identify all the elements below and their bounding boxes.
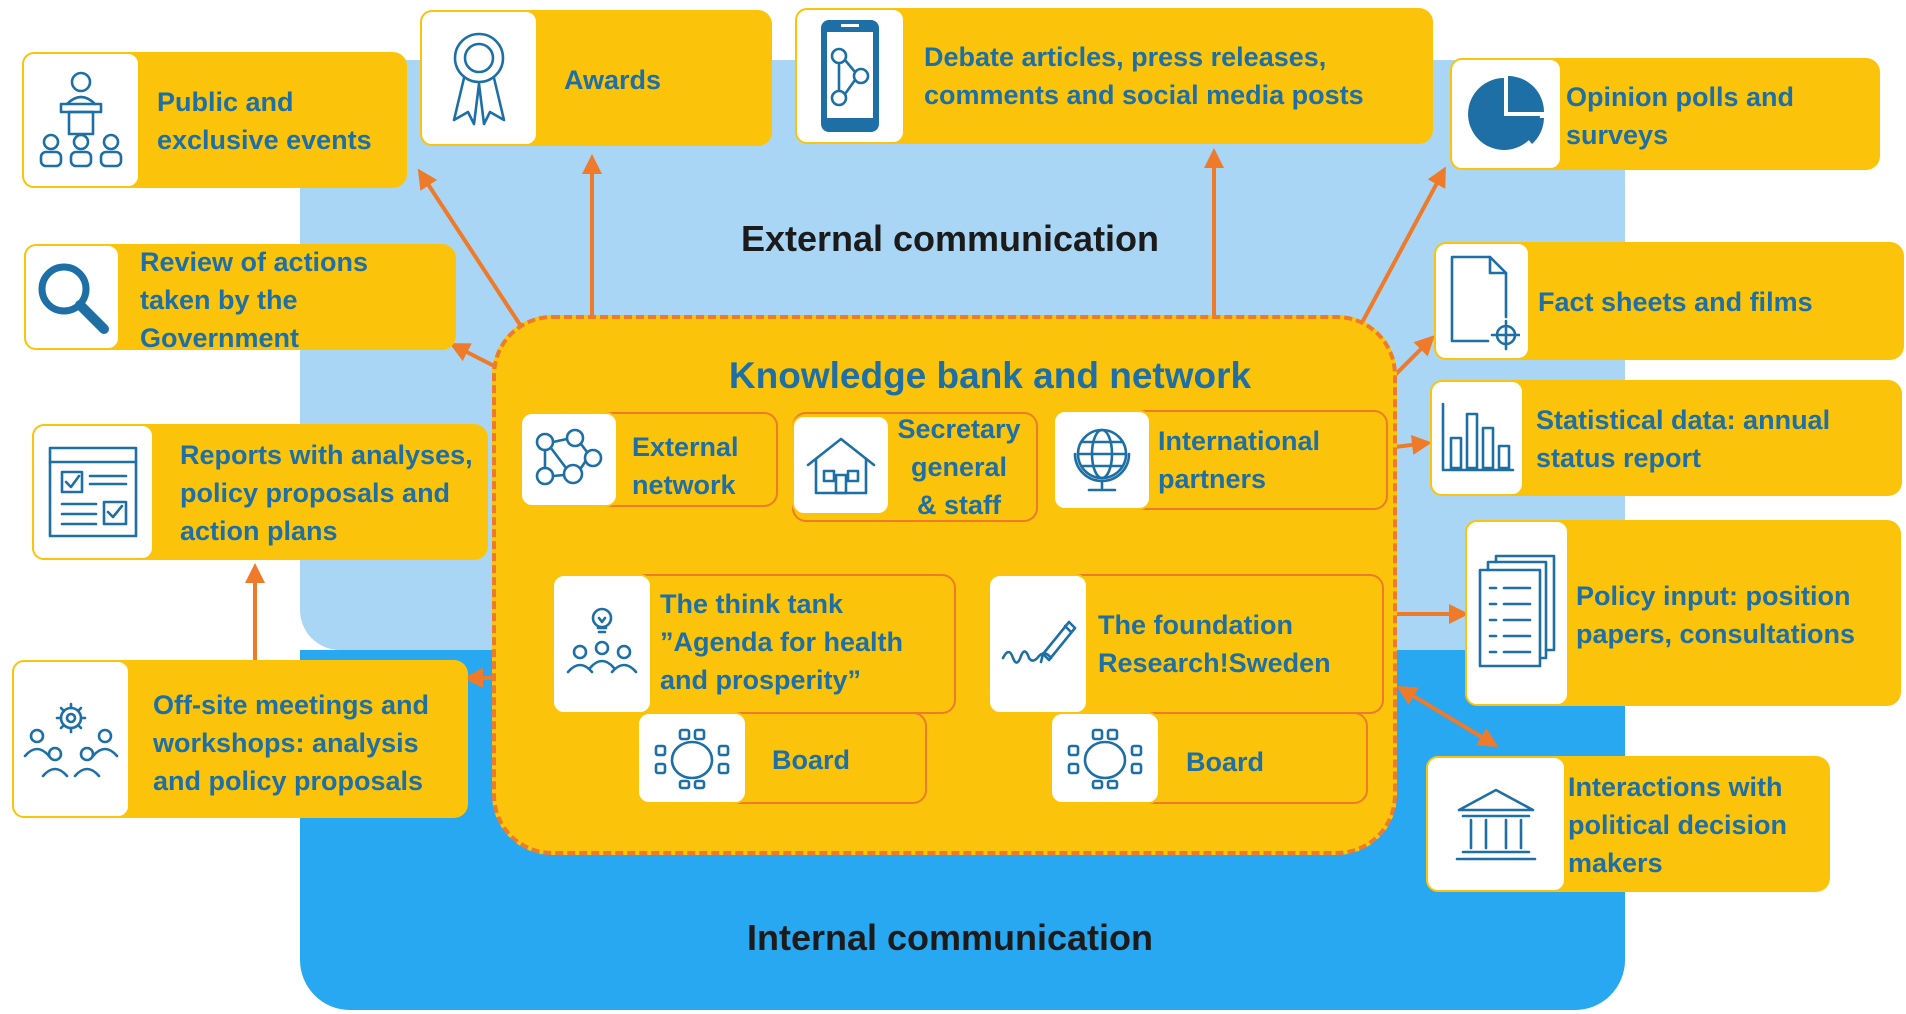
network-people-icon	[520, 412, 618, 507]
board-right-label: Board	[1186, 747, 1265, 777]
interactions-label: Interactions with political decision mak…	[1568, 772, 1788, 878]
external-network-label: External network	[632, 432, 739, 500]
statistics-label: Statistical data: annual status report	[1536, 405, 1831, 473]
audience-presentation-icon	[22, 52, 140, 188]
checklist-pages-icon	[1465, 520, 1569, 706]
conference-table-icon	[1050, 712, 1160, 804]
signature-pen-icon	[988, 574, 1088, 714]
team-gear-icon	[12, 660, 130, 818]
think-tank-label: The think tank ”Agenda for health and pr…	[660, 589, 904, 695]
smartphone-network-icon	[795, 8, 905, 144]
arrow-to-facts	[1390, 335, 1435, 380]
bar-chart-icon	[1430, 380, 1524, 496]
arrow-to-statistics	[1394, 434, 1432, 455]
policy-input-label: Policy input: position papers, consultat…	[1576, 581, 1856, 649]
debate-label: Debate articles, press releases, comment…	[924, 42, 1364, 110]
board-left-label: Board	[772, 745, 851, 775]
internal-communication-label: Internal communication	[746, 917, 1154, 958]
report-checklist-icon	[32, 424, 154, 560]
house-icon	[792, 415, 890, 515]
awards-label: Awards	[564, 65, 662, 95]
offsite-label: Off-site meetings and workshops: analysi…	[153, 690, 430, 796]
events-label: Public and exclusive events	[157, 87, 372, 155]
magnifier-icon	[24, 244, 120, 350]
external-communication-label: External communication	[740, 218, 1160, 259]
polls-label: Opinion polls and surveys	[1566, 82, 1794, 150]
reports-label: Reports with analyses, policy proposals …	[180, 440, 473, 546]
document-target-icon	[1434, 242, 1530, 360]
secretary-label: Secretary general & staff	[897, 414, 1021, 520]
pie-chart-icon	[1450, 58, 1562, 170]
arrow-interactions	[1396, 685, 1499, 748]
international-partners-label: International partners	[1158, 426, 1321, 494]
facts-label: Fact sheets and films	[1538, 287, 1813, 317]
knowledge-bank-title: Knowledge bank and network	[728, 355, 1252, 396]
arrow-to-polls	[1348, 166, 1446, 346]
arrow-to-events	[417, 168, 532, 342]
idea-team-icon	[552, 574, 652, 714]
conference-table-icon	[637, 712, 747, 804]
review-label: Review of actions taken by the Governmen…	[140, 247, 369, 353]
foundation-label: The foundation Research!Sweden	[1098, 610, 1331, 678]
globe-icon	[1053, 410, 1151, 510]
government-building-icon	[1426, 756, 1566, 892]
award-ribbon-icon	[420, 10, 538, 146]
